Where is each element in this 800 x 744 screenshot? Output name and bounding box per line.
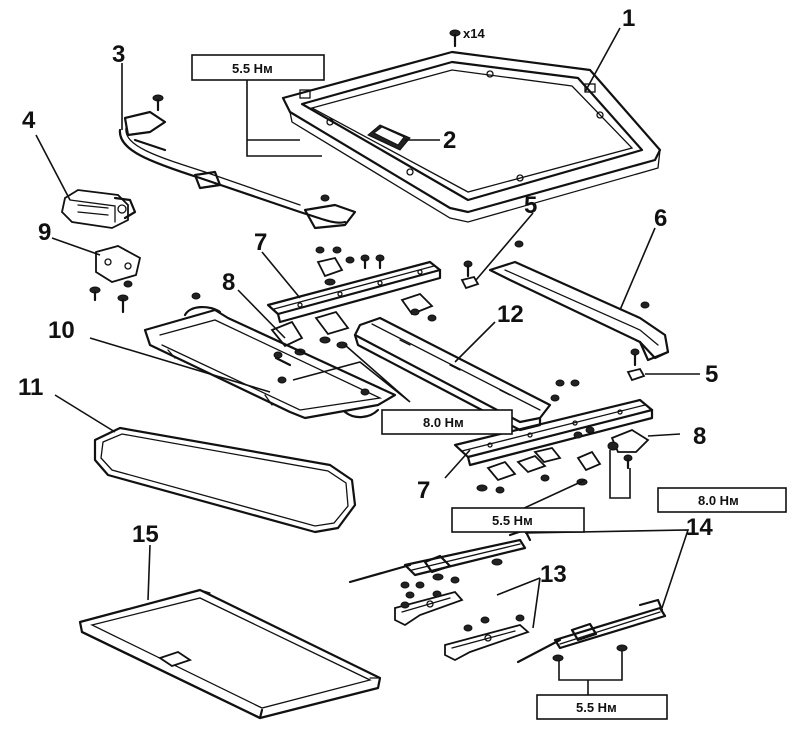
part-3-cable [118,110,357,230]
bolt [320,194,330,202]
callout-13: 13 [540,561,567,588]
callout-10: 10 [48,317,75,344]
nut-5b [626,367,646,382]
callout-8a: 8 [222,269,235,296]
callout-9: 9 [38,219,51,246]
callout-2: 2 [443,127,456,154]
part-13-brackets [394,576,530,662]
callout-4: 4 [22,107,36,134]
callout-5a: 5 [524,192,537,219]
part-9-bracket [89,245,142,314]
bracket [316,256,344,278]
callout-7b: 7 [417,477,430,504]
callout-11: 11 [18,374,43,401]
part-4-motor [61,189,137,229]
part-7-rail-lower [453,398,654,467]
screw-x14: x14 [449,26,485,48]
torque-box-4: 5.5 Нм [451,507,585,533]
callout-7a: 7 [254,229,267,256]
bracket [400,292,434,316]
part-10-panel-frame [143,306,397,420]
part-8-brackets-left [270,310,350,384]
svg-text:8.0 Нм: 8.0 Нм [698,493,739,508]
part-14-drive-lower [516,598,667,664]
callout-6: 6 [654,205,667,232]
part-2-label [367,124,411,151]
torque-box-3: 8.0 Нм [657,487,787,513]
torque-box-5: 5.5 Нм [536,694,668,720]
nut-5a [460,275,480,290]
torque-box-2: 8.0 Нм [381,409,513,435]
callout-8b: 8 [693,423,706,450]
svg-text:8.0 Нм: 8.0 Нм [423,415,464,430]
callout-3: 3 [112,41,125,68]
quantity-label: x14 [463,26,485,41]
callout-5b: 5 [705,361,718,388]
svg-text:5.5 Нм: 5.5 Нм [232,61,273,76]
part-1-frame [281,50,662,223]
callout-12: 12 [497,301,524,328]
brackets-lower [476,446,602,494]
callout-14: 14 [686,514,713,541]
callout-1: 1 [622,5,635,32]
torque-box-1: 5.5 Нм [191,54,325,81]
part-6-side-rail [488,260,670,362]
part-8-bracket-right [607,428,650,470]
svg-text:5.5 Нм: 5.5 Нм [492,513,533,528]
part-7-rail-upper [266,260,442,324]
sunshade-handle [157,651,193,667]
part-15-sunshade [78,588,382,720]
svg-text:5.5 Нм: 5.5 Нм [576,700,617,715]
part-14-drive-upper [348,528,532,584]
leader-lines [35,27,700,695]
callout-15: 15 [132,521,159,548]
part-11-seal [93,426,357,534]
